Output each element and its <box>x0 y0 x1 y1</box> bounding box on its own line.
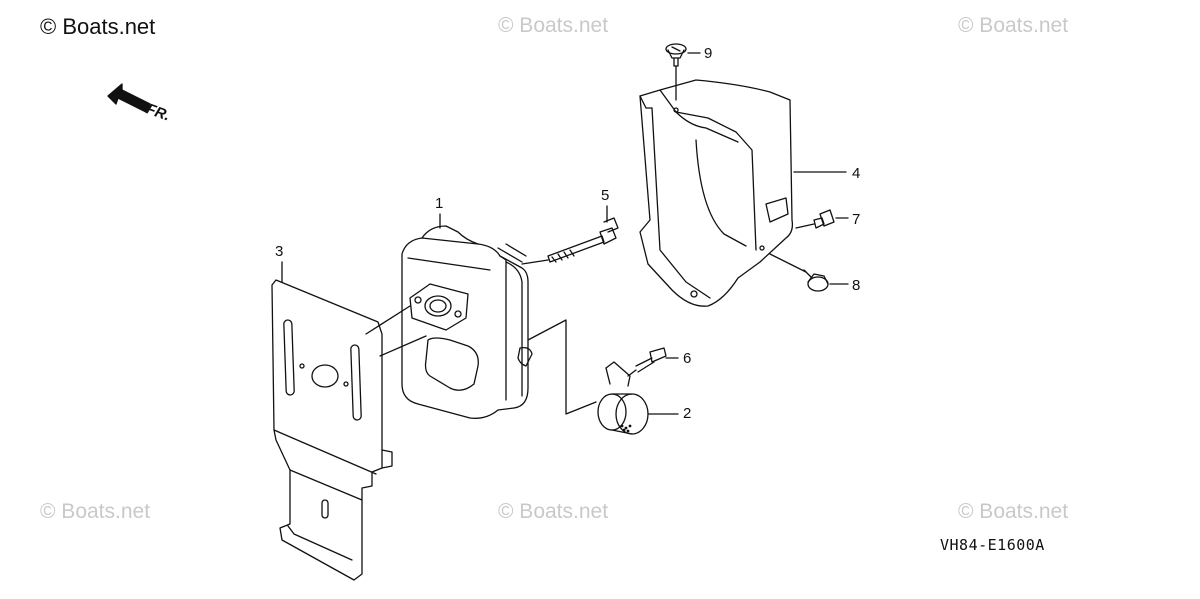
callout-5: 5 <box>601 187 609 204</box>
part-1-muffler <box>365 225 533 419</box>
watermark: © Boats.net <box>40 500 151 523</box>
callout-6: 6 <box>683 350 691 367</box>
callout-9: 9 <box>704 45 712 62</box>
callout-1: 1 <box>435 195 443 212</box>
part-5-bolt <box>497 217 619 265</box>
watermark: © Boats.net <box>498 500 609 523</box>
part-7-bolt <box>795 209 835 229</box>
direction-arrow-icon <box>107 83 151 113</box>
part-4-cover <box>639 79 794 307</box>
callout-7: 7 <box>852 211 860 228</box>
part-6-bolt <box>627 347 667 377</box>
watermark: © Boats.net <box>958 14 1069 37</box>
callout-3: 3 <box>275 243 283 260</box>
part-3-protector-plate <box>271 279 393 581</box>
callout-2: 2 <box>683 405 691 422</box>
part-9-screw <box>665 43 687 101</box>
diagram-code: VH84-E1600A <box>940 536 1045 554</box>
brand-logo-text: © Boats.net <box>40 14 156 39</box>
part-8-bolt <box>769 253 829 292</box>
watermark: © Boats.net <box>958 500 1069 523</box>
callout-4: 4 <box>852 165 860 182</box>
callout-8: 8 <box>852 277 860 294</box>
watermark: © Boats.net <box>498 14 609 37</box>
part-2-cap <box>527 319 649 435</box>
